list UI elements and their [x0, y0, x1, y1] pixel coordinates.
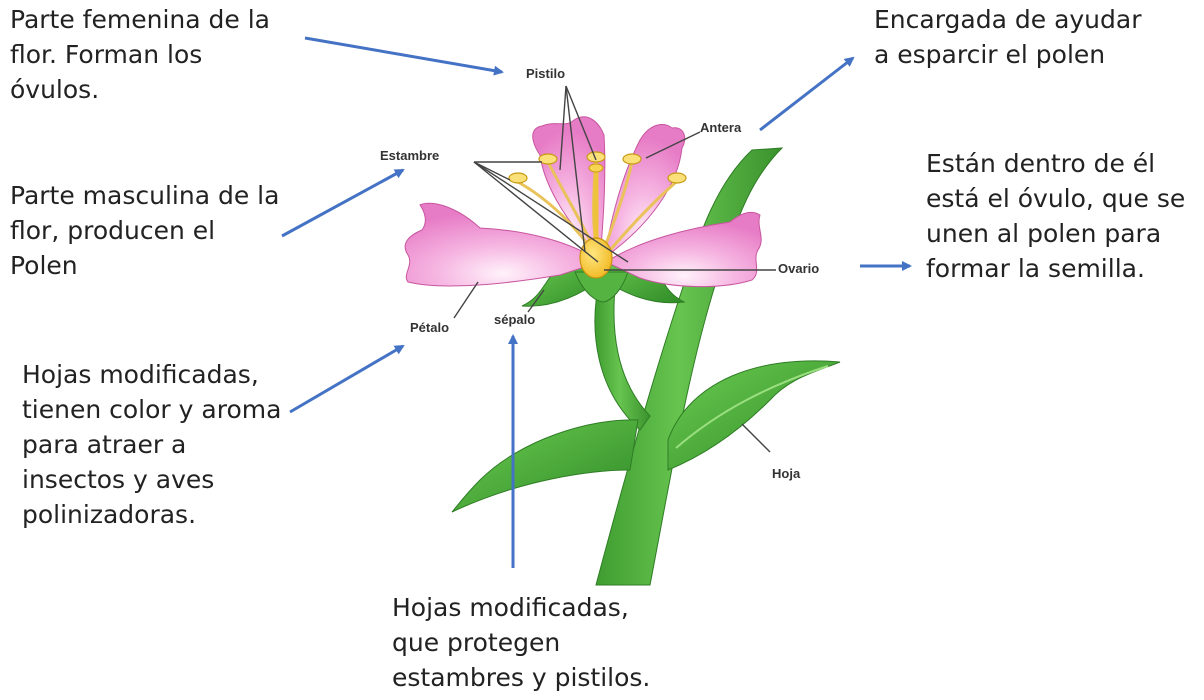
arrow-antera: [759, 56, 855, 132]
label-antera: Antera: [700, 120, 742, 135]
arrow-pistilo: [304, 36, 504, 76]
note-ovario: Están dentro de él está el óvulo, que se…: [926, 149, 1186, 283]
petal-left: [404, 202, 602, 287]
note-antera: Encargada de ayudar a esparcir el polen: [874, 5, 1142, 69]
label-sepalo: sépalo: [494, 312, 536, 327]
label-hoja: Hoja: [772, 466, 801, 481]
right-leaf: [667, 360, 841, 471]
anthers: [508, 151, 687, 184]
label-estambre: Estambre: [380, 148, 440, 163]
ovary: [579, 237, 613, 279]
label-ovario: Ovario: [778, 261, 820, 276]
petal-right: [604, 211, 762, 288]
arrow-petalo: [289, 344, 405, 414]
label-petalo: Pétalo: [410, 320, 450, 335]
leader-lines: [453, 85, 776, 453]
petal-top-right: [603, 124, 686, 260]
petal-top-left: [532, 116, 606, 260]
stigma: [588, 163, 604, 173]
note-petalo: Hojas modificadas, tienen color y aroma …: [22, 360, 282, 529]
callout-arrows: [281, 36, 912, 568]
label-pistilo: Pistilo: [526, 66, 566, 81]
note-sepalo: Hojas modificadas, que protegen estambre…: [392, 593, 651, 692]
left-leaf: [451, 419, 639, 513]
flower-stalk: [594, 277, 651, 431]
main-stem: [595, 147, 784, 586]
note-estambre: Parte masculina de la flor, producen el …: [10, 181, 280, 280]
arrow-estambre: [281, 168, 405, 238]
note-pistilo: Parte femenina de la flor. Forman los óv…: [10, 5, 270, 104]
sepal-center: [574, 271, 629, 303]
